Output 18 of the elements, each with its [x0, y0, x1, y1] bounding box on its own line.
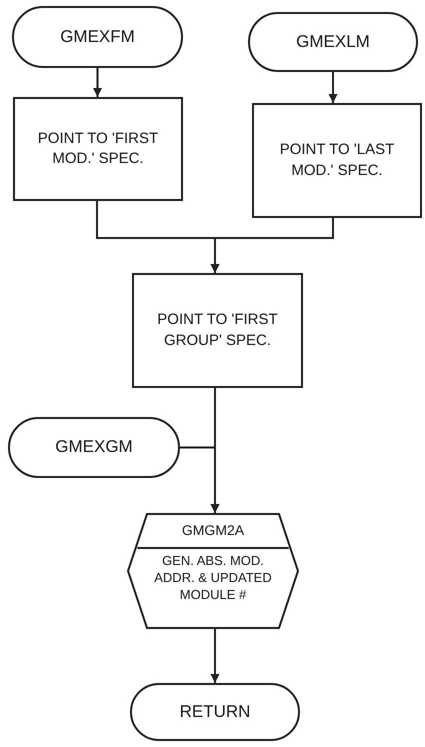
terminal-label: RETURN	[178, 700, 252, 723]
terminal-label: GMEXFM	[59, 26, 136, 48]
subroutine-name: GMGM2A	[180, 520, 246, 540]
predefined-process-hexagon	[127, 513, 299, 629]
arrow	[210, 629, 220, 683]
process-box	[13, 97, 183, 201]
terminal-label: GMEXLM	[295, 30, 371, 53]
terminal-label: GMEXGM	[54, 436, 134, 458]
arrow	[328, 72, 338, 103]
process-text: POINT TO 'FIRST MOD.' SPEC.	[36, 128, 160, 169]
process-text: POINT TO 'LAST MOD.' SPEC.	[278, 140, 396, 180]
arrow	[210, 218, 334, 273]
process-text: GEN. ABS. MOD. ADDR. & UPDATED MODULE #	[153, 552, 273, 604]
arrow	[180, 446, 220, 513]
process-box	[132, 273, 303, 388]
process-text: POINT TO 'FIRST GROUP' SPEC.	[156, 310, 279, 350]
process-box	[252, 103, 422, 218]
arrow	[93, 68, 102, 97]
